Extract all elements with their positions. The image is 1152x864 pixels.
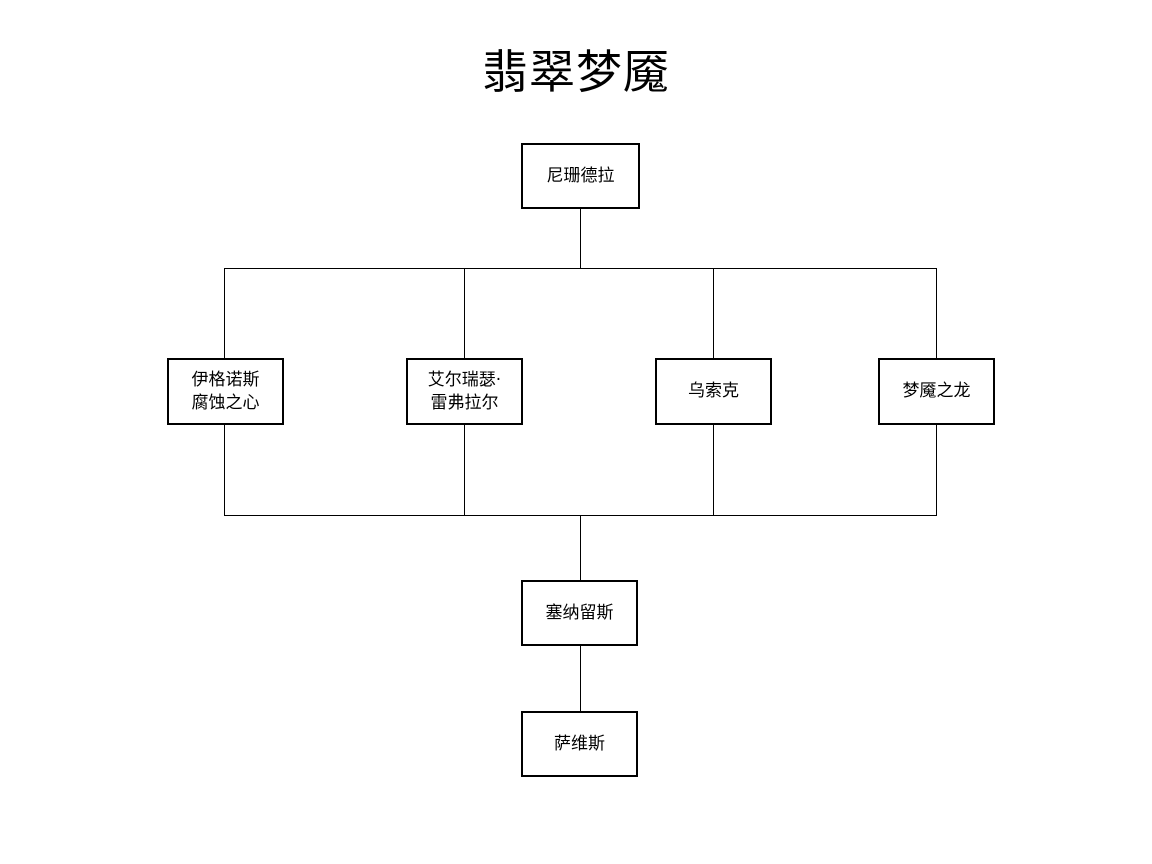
node-label: 塞纳留斯 — [545, 602, 614, 623]
node-label: 艾尔瑞瑟· 雷弗拉尔 — [427, 369, 502, 413]
edge-upper-bus — [224, 268, 937, 269]
edge-child4-to-bus2 — [936, 424, 937, 516]
node-mengyan-zhilong[interactable]: 梦魇之龙 — [878, 358, 995, 425]
edge-bus2-to-mid — [580, 515, 581, 581]
node-label: 伊格诺斯 腐蚀之心 — [191, 369, 260, 413]
node-nishandela[interactable]: 尼珊德拉 — [521, 143, 640, 209]
node-label: 萨维斯 — [554, 733, 605, 754]
edge-bus-to-child4 — [936, 268, 937, 359]
node-label: 尼珊德拉 — [546, 165, 615, 186]
edge-child2-to-bus2 — [464, 424, 465, 516]
edge-root-to-bus — [580, 209, 581, 269]
node-aierruise-leifulaer[interactable]: 艾尔瑞瑟· 雷弗拉尔 — [406, 358, 523, 425]
node-sainaliusi[interactable]: 塞纳留斯 — [521, 580, 638, 646]
edge-child1-to-bus2 — [224, 424, 225, 516]
node-wusuoke[interactable]: 乌索克 — [655, 358, 772, 425]
edge-bus-to-child2 — [464, 268, 465, 359]
edge-mid-to-leaf — [580, 645, 581, 712]
edge-child3-to-bus2 — [713, 424, 714, 516]
node-label: 梦魇之龙 — [902, 381, 971, 401]
page-title: 翡翠梦魇 — [482, 45, 670, 99]
node-saweisi[interactable]: 萨维斯 — [521, 711, 638, 777]
edge-bus-to-child3 — [713, 268, 714, 359]
node-label: 乌索克 — [688, 381, 739, 401]
node-yigenuosi-fushi-zhixin[interactable]: 伊格诺斯 腐蚀之心 — [167, 358, 284, 425]
edge-bus-to-child1 — [224, 268, 225, 359]
